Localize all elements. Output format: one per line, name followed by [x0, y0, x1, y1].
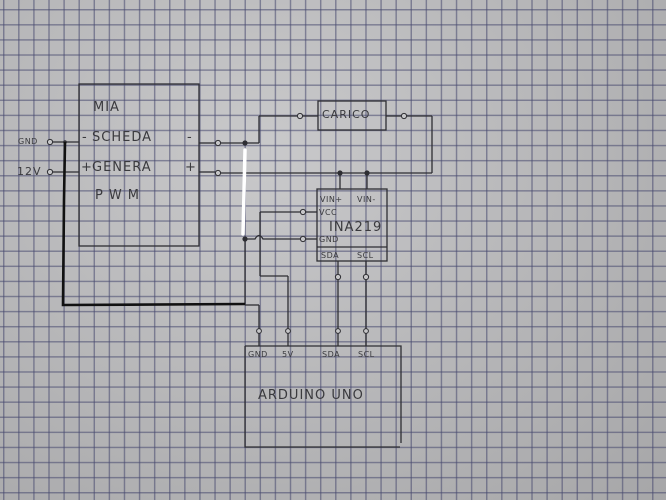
pwm-board-box	[78, 83, 200, 247]
ina-sda-label: SDA	[321, 251, 340, 260]
arduino-box	[244, 345, 402, 448]
ina-vin-plus-label: VIN+	[320, 195, 343, 204]
highlighted-wire	[241, 148, 247, 236]
supply-12v-label: 12V	[17, 165, 42, 178]
ina-vcc-label: VCC	[319, 208, 338, 217]
pwm-right-plus: +	[185, 160, 197, 175]
pwm-title-line-2: SCHEDA	[92, 130, 152, 145]
load-label: CARICO	[322, 108, 371, 121]
arduino-label: ARDUINO UNO	[258, 388, 364, 403]
pwm-right-minus: -	[187, 130, 193, 145]
arduino-sda-label: SDA	[322, 350, 341, 359]
pwm-title-line-1: MIA	[93, 100, 120, 115]
arduino-scl-label: SCL	[358, 350, 375, 359]
pwm-title-line-3: GENERA	[92, 160, 152, 175]
pwm-left-minus: -	[82, 130, 88, 145]
pwm-title-line-4: PWM	[95, 188, 145, 203]
arduino-gnd-label: GND	[248, 350, 268, 359]
ina219-label: INA219	[329, 220, 383, 235]
ina-vin-minus-label: VIN-	[357, 195, 376, 204]
bold-ground-wire	[61, 141, 246, 307]
ina-gnd-label: GND	[319, 235, 339, 244]
ina219-box	[316, 188, 388, 262]
supply-gnd-label: GND	[18, 137, 38, 146]
ina-scl-label: SCL	[357, 251, 374, 260]
arduino-5v-label: 5V	[282, 350, 294, 359]
pwm-left-plus: +	[81, 160, 93, 175]
